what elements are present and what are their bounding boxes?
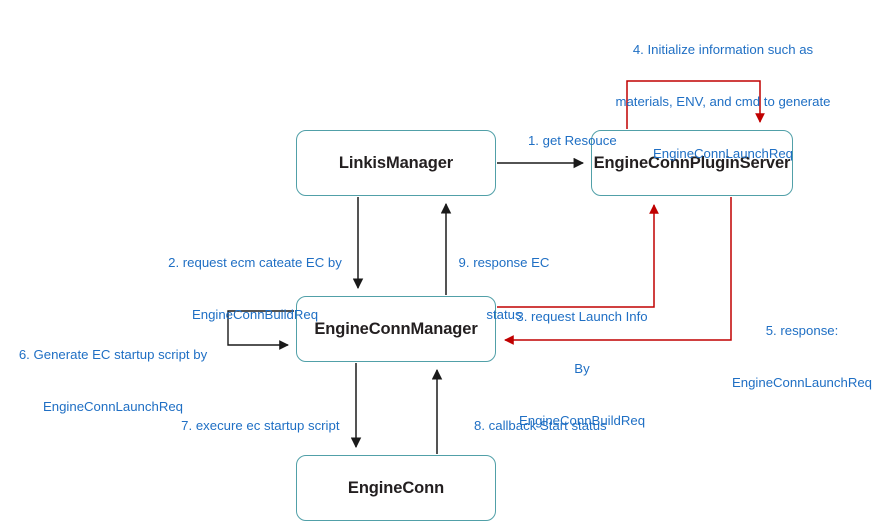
edge-6-generate-ec-startup-script-selfloop	[227, 310, 294, 350]
edge-label-6-line2: EngineConnLaunchReq	[42, 399, 184, 415]
edge-5-response-engineconnlaunchreq	[504, 197, 732, 345]
edge-label-2: 2. request ecm cateate EC by EngineConnB…	[145, 219, 365, 358]
edge-label-5-line2: EngineConnLaunchReq	[731, 375, 873, 391]
edge-label-3-line2: By	[574, 361, 590, 377]
edge-label-4-line3: EngineConnLaunchReq	[652, 146, 794, 162]
edge-label-3-line3: EngineConnBuildReq	[518, 413, 646, 429]
edge-label-6: 6. Generate EC startup script by EngineC…	[2, 311, 224, 450]
edge-label-4: 4. Initialize information such as materi…	[562, 6, 884, 198]
edge-label-9-line1: 9. response EC	[458, 254, 550, 270]
node-engine-conn-manager-label: EngineConnManager	[314, 319, 478, 338]
edge-label-1-line1: 1. get Resouce	[527, 133, 617, 149]
edge-label-9: 9. response EC status	[434, 219, 574, 358]
edge-3-request-launch-info	[497, 204, 659, 308]
node-engine-conn-plugin-server-label: EngineConnPluginServer	[593, 153, 791, 172]
node-engine-conn[interactable]: EngineConn	[296, 455, 496, 521]
edge-label-1: 1. get Resouce	[495, 115, 635, 167]
edge-label-5: 5. response: EngineConnLaunchReq	[718, 287, 886, 426]
edge-label-3-line1: 3. request Launch Info	[516, 308, 648, 324]
node-linkis-manager[interactable]: LinkisManager	[296, 130, 496, 196]
edge-label-4-line1: 4. Initialize information such as	[632, 41, 814, 57]
edge-label-3: 3. request Launch Info By EngineConnBuil…	[500, 273, 664, 465]
node-engine-conn-label: EngineConn	[347, 478, 445, 497]
edge-label-4-line2: materials, ENV, and cmd to generate	[615, 94, 831, 110]
edge-label-8-line1: 8. callback Start status	[473, 418, 607, 434]
edge-label-9-line2: status	[486, 307, 522, 323]
edge-4-initialize-information-selfloop	[626, 80, 765, 129]
edge-label-8: 8. callback Start status	[443, 400, 623, 452]
node-engine-conn-plugin-server[interactable]: EngineConnPluginServer	[591, 130, 793, 196]
edge-label-6-line1: 6. Generate EC startup script by	[18, 346, 208, 362]
node-linkis-manager-label: LinkisManager	[338, 153, 454, 172]
edge-label-2-line1: 2. request ecm cateate EC by	[168, 254, 342, 270]
edge-label-7: 7. execure ec startup script	[148, 400, 358, 452]
edge-label-7-line1: 7. execure ec startup script	[181, 418, 340, 434]
edge-label-5-line1: 5. response:	[765, 322, 839, 338]
edge-label-2-line2: EngineConnBuildReq	[191, 307, 319, 323]
node-engine-conn-manager[interactable]: EngineConnManager	[296, 296, 496, 362]
